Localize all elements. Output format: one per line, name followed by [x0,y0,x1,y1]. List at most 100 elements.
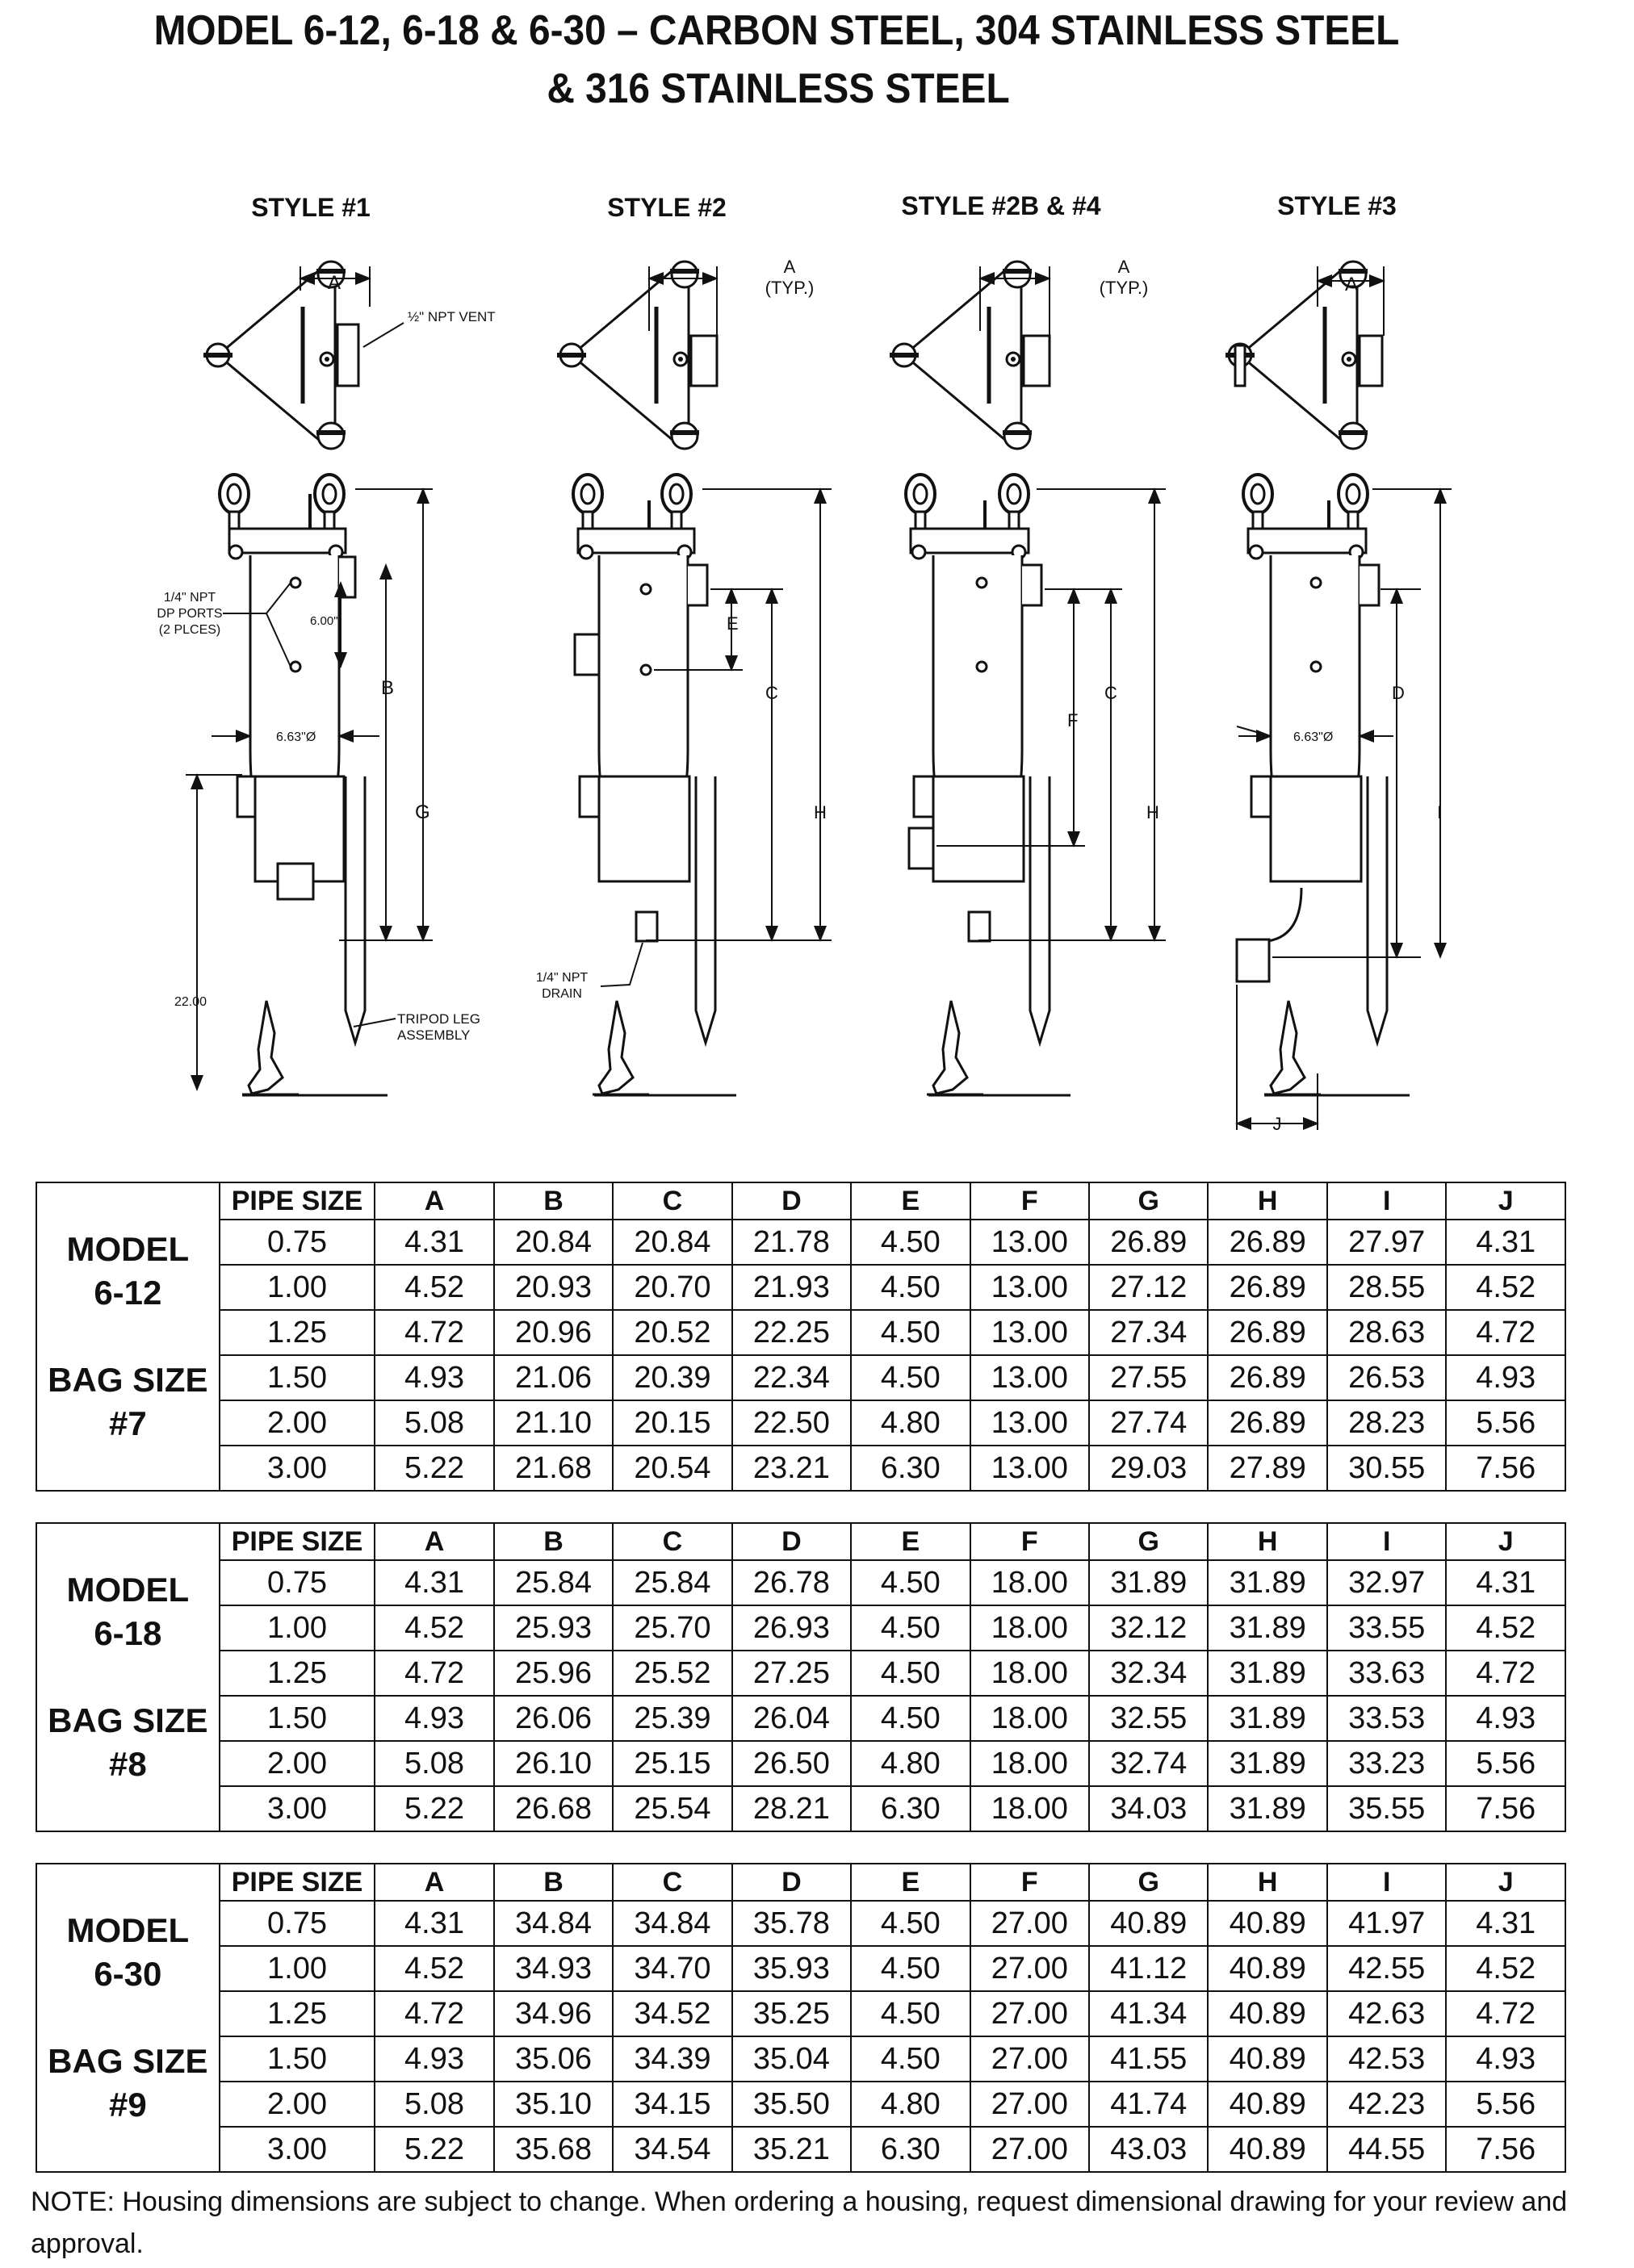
table-cell: 7.56 [1445,1445,1566,1492]
table-cell: 34.52 [612,1990,733,2037]
col-header: A [374,1863,495,1902]
table-cell: 5.08 [374,1400,495,1446]
table-cell: 4.93 [1445,1354,1566,1401]
table-cell: 3.00 [218,1785,376,1832]
bag-size-number: #8 [108,1745,147,1783]
table-cell: 0.75 [218,1559,376,1606]
col-header: H [1207,1863,1328,1902]
table-cell: 40.89 [1088,1900,1209,1947]
table-cell: 4.50 [850,1650,971,1697]
table-cell: 40.89 [1207,2081,1328,2128]
table-cell: 33.23 [1326,1740,1448,1787]
table-cell: 40.89 [1207,2126,1328,2173]
table-cell: 42.63 [1326,1990,1448,2037]
table-cell: 4.50 [850,2036,971,2082]
dim-f-label: F [1067,710,1078,730]
style-2-drawing: A (TYP.) E C H 1/4" NPT DRAIN [536,257,832,1097]
drain-label-1: 1/4" NPT [536,971,589,985]
table-cell: 6.30 [850,1445,971,1492]
table-cell: 1.50 [218,2036,376,2082]
table-cell: 4.50 [850,1945,971,1992]
table-cell: 4.50 [850,1219,971,1266]
table-cell: 7.56 [1445,2126,1566,2173]
col-header: A [374,1522,495,1561]
table-cell: 26.78 [731,1559,853,1606]
table-cell: 27.25 [731,1650,853,1697]
style-2b-4-label: STYLE #2B & #4 [901,191,1100,220]
table-cell: 6.30 [850,2126,971,2173]
table-cell: 35.50 [731,2081,853,2128]
bag-size-label: BAG SIZE [48,2042,208,2080]
table-cell: 4.50 [850,1605,971,1651]
table-cell: 4.52 [1445,1605,1566,1651]
table-cell: 21.06 [492,1354,614,1401]
table-cell: 4.52 [374,1605,495,1651]
table-cell: 5.56 [1445,2081,1566,2128]
table-cell: 26.89 [1207,1309,1328,1356]
table-cell: 35.10 [492,2081,614,2128]
table-cell: 26.89 [1207,1354,1328,1401]
model-number: 6-30 [94,1955,162,1993]
col-header: F [969,1863,1091,1902]
dim-i-label: I [1437,802,1442,822]
table-cell: 31.89 [1207,1785,1328,1832]
table-cell: 27.74 [1088,1400,1209,1446]
table-cell: 34.70 [612,1945,733,1992]
dimension-table-6-30: MODEL 6-30 BAG SIZE #9 PIPE SIZE A B C D… [36,1863,1566,2173]
table-cell: 2.00 [218,2081,376,2128]
table-cell: 18.00 [969,1785,1091,1832]
col-header: E [850,1182,971,1220]
table-cell: 35.55 [1326,1785,1448,1832]
table-cell: 1.25 [218,1990,376,2037]
col-header: C [612,1863,733,1902]
table-cell: 5.56 [1445,1400,1566,1446]
dim-c-label: C [765,683,778,703]
table-cell: 27.89 [1207,1445,1328,1492]
table-cell: 20.96 [492,1309,614,1356]
table-cell: 4.72 [1445,1990,1566,2037]
vent-label: ½" NPT VENT [408,309,496,324]
housing-drawings: STYLE #1 STYLE #2 STYLE #2B & #4 STYLE #… [157,191,1452,1134]
col-header: E [850,1522,971,1561]
tripod-label-1: TRIPOD LEG [397,1011,480,1027]
table-cell: 26.89 [1207,1264,1328,1311]
table-cell: 40.89 [1207,1990,1328,2037]
col-header: H [1207,1182,1328,1220]
table-cell: 13.00 [969,1219,1091,1266]
col-header: I [1326,1863,1448,1902]
col-header: C [612,1182,733,1220]
table-cell: 23.21 [731,1445,853,1492]
table-cell: 27.55 [1088,1354,1209,1401]
table-cell: 26.04 [731,1695,853,1742]
col-header: PIPE SIZE [218,1182,376,1220]
table-cell: 35.25 [731,1990,853,2037]
style-1-drawing: A ½" NPT VENT 22.00 B G 6.63"Ø 6.00 [157,262,496,1097]
table-cell: 35.04 [731,2036,853,2082]
bag-size-label: BAG SIZE [48,1701,208,1739]
style-1-label: STYLE #1 [251,193,371,222]
table-cell: 25.39 [612,1695,733,1742]
table-cell: 26.06 [492,1695,614,1742]
table-cell: 5.22 [374,1785,495,1832]
dim-a-label: A [1118,257,1130,277]
table-cell: 35.78 [731,1900,853,1947]
table-cell: 13.00 [969,1354,1091,1401]
table-cell: 35.93 [731,1945,853,1992]
table-cell: 25.52 [612,1650,733,1697]
table-cell: 25.70 [612,1605,733,1651]
table-cell: 4.50 [850,1559,971,1606]
table-cell: 4.31 [374,1219,495,1266]
table-cell: 20.84 [612,1219,733,1266]
table-cell: 26.89 [1207,1219,1328,1266]
table-cell: 34.84 [612,1900,733,1947]
table-cell: 1.00 [218,1264,376,1311]
table-cell: 13.00 [969,1309,1091,1356]
table-cell: 25.84 [492,1559,614,1606]
table-cell: 27.00 [969,1900,1091,1947]
